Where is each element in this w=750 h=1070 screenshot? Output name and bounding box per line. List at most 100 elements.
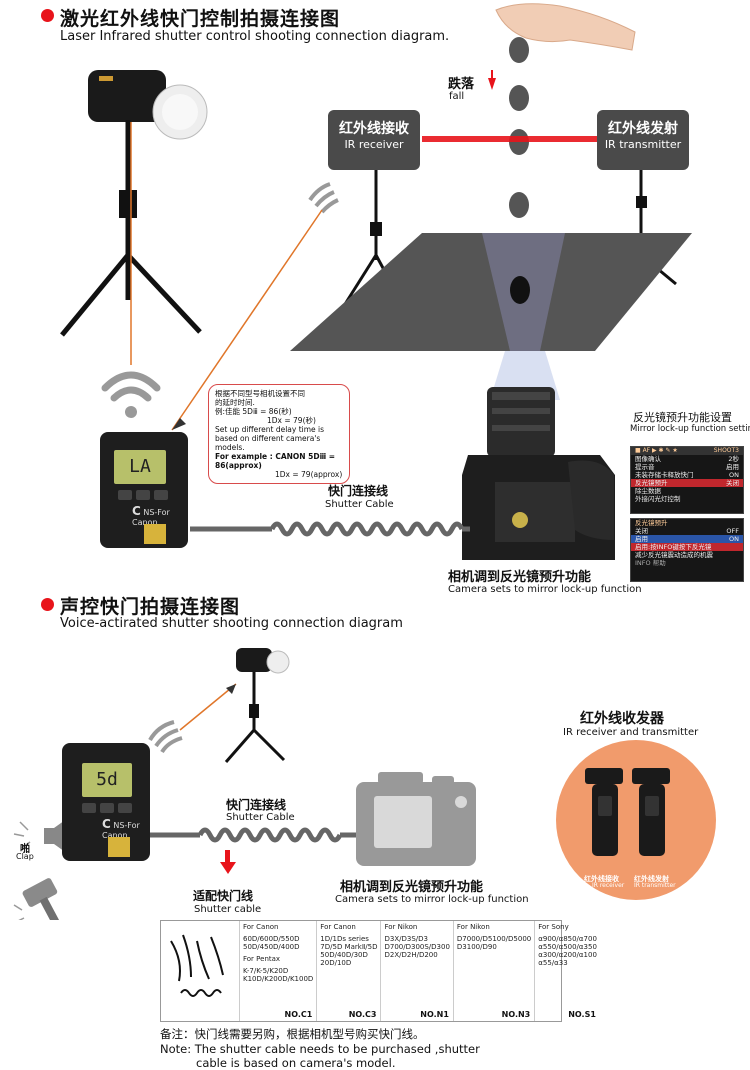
adapter-label-en: Shutter cable	[194, 904, 262, 915]
cable-bundle-icon	[170, 934, 224, 997]
hammer-icon	[22, 878, 63, 920]
trigger-lcd-screen: LA	[114, 450, 166, 484]
cable-column-c3: For Canon 1D/1Ds series 7D/5D MarkⅡ/5D 5…	[317, 921, 382, 1021]
hand-icon	[495, 3, 636, 51]
shutter-cable-1-cn: 快门连接线	[328, 484, 389, 498]
trigger-button[interactable]	[154, 490, 168, 500]
ir-pair-title-cn: 红外线收发器	[580, 711, 664, 727]
menu-row[interactable]: 除尘数据	[635, 487, 661, 495]
mirror-setting-en: Mirror lock-up function setting	[630, 424, 750, 434]
shutter-cable-2-cn: 快门连接线	[226, 798, 287, 812]
ir-pair-right-en: IR transmitter	[634, 882, 676, 889]
falling-ball-sequence	[509, 37, 529, 218]
shutter-cable-coil-2	[145, 827, 356, 843]
clap-label-en: Clap	[16, 852, 34, 861]
menu-row[interactable]: 提示音启用	[635, 463, 739, 471]
cable-bundle-cell	[161, 921, 240, 1021]
delay-note-line: based on different camera's	[215, 434, 321, 443]
clap-label-cn: 啪	[20, 844, 30, 855]
delay-note-line: Set up different delay time is	[215, 425, 325, 434]
trigger-buttons	[82, 803, 132, 813]
clap-burst-icon	[13, 821, 31, 849]
delay-note-line: 1Dx = 79(秒)	[267, 416, 316, 425]
section2-title-cn: 声控快门拍摄连接图	[60, 596, 241, 618]
delay-note-line: models.	[215, 443, 245, 452]
trigger-device-top: LA C NS-For Canon	[100, 432, 188, 548]
cable-brand: For Canon	[320, 923, 356, 931]
note-en-2: cable is based on camera's model.	[196, 1056, 396, 1070]
camera-mirror-1-en: Camera sets to mirror lock-up function	[448, 584, 642, 595]
section2-title-en: Voice-actirated shutter shooting connect…	[60, 616, 403, 631]
cable-column-c1: For Canon 60D/600D/550D 50D/450D/400D Fo…	[240, 921, 318, 1021]
trigger-device-bottom: 5d C NS-For Canon	[62, 743, 150, 861]
shutter-cable-1-en: Shutter Cable	[325, 499, 394, 510]
trigger-button[interactable]	[136, 490, 150, 500]
menu-row-selected[interactable]: 反光镜预升关闭	[631, 479, 743, 487]
cable-columns: For Canon 60D/600D/550D 50D/450D/400D Fo…	[240, 921, 600, 1021]
wireless-signal-icon	[148, 720, 183, 754]
fall-arrow-icon	[488, 78, 496, 90]
cable-brand: For Nikon	[384, 923, 418, 931]
ir-transmitter-label-en: IR transmitter	[604, 138, 682, 151]
cable-brand: For Nikon	[456, 923, 490, 931]
cable-brand: For Sony	[538, 923, 569, 931]
cable-column-s1: For Sony α900/α850/α700 α550/α500/α350 α…	[535, 921, 600, 1021]
cable-code: NO.N3	[501, 1010, 531, 1019]
cable-code: NO.C1	[284, 1010, 313, 1019]
cable-models: 60D/600D/550D 50D/450D/400D	[243, 935, 300, 951]
section1-title-en: Laser Infrared shutter control shooting …	[60, 29, 450, 44]
fall-label-en: fall	[449, 91, 465, 102]
camera-mirror-2-cn: 相机调到反光镜预升功能	[340, 880, 484, 895]
flash-light-icon	[236, 648, 290, 674]
section1-title-cn: 激光红外线快门控制拍摄连接图	[60, 8, 341, 30]
ir-device-left-icon	[585, 768, 623, 856]
delay-note-line: For example : CANON 5Dⅲ = 86(approx)	[215, 452, 336, 470]
menu-row[interactable]: 外接闪光灯控制	[635, 495, 681, 503]
hot-shoe-icon	[144, 524, 166, 544]
ir-receiver-label-cn: 红外线接收	[339, 121, 409, 137]
menu-row[interactable]: 启用:按INFO键按下反光镜	[631, 543, 743, 551]
cable-models: D7000/D5100/D5000 D3100/D90	[456, 935, 532, 951]
cable-column-n1: For Nikon D3X/D3S/D3 D700/D300S/D300 D2X…	[381, 921, 454, 1021]
wireless-signal-icon	[101, 371, 161, 402]
note-cn: 备注：快门线需要另购，根据相机型号购买快门线。	[160, 1027, 425, 1041]
cable-models: D3X/D3S/D3 D700/D300S/D300 D2X/D2H/D200	[384, 935, 450, 959]
cable-brand: For Canon	[243, 923, 279, 931]
shutter-cable-coil-1	[190, 521, 470, 537]
flash-light-icon	[88, 70, 208, 140]
menu2-title: 反光镜预升	[635, 519, 668, 527]
fall-label-cn: 跌落	[448, 77, 475, 92]
section-bullet	[41, 598, 54, 611]
delay-note-line: 例:佳能 5Dⅲ = 86(秒)	[215, 407, 292, 416]
trigger-button[interactable]	[100, 803, 114, 813]
ir-receiver-label-en: IR receiver	[344, 138, 404, 151]
laser-diagram-graphics	[60, 3, 692, 560]
shutter-cable-table: For Canon 60D/600D/550D 50D/450D/400D Fo…	[160, 920, 597, 1022]
ir-transmitter-box: 红外线发射 IR transmitter	[597, 110, 689, 170]
ir-signal-icon	[308, 182, 339, 214]
trigger-buttons	[118, 490, 168, 500]
delay-note-line: 1Dx = 79(approx)	[275, 470, 343, 479]
ir-device-right-icon	[632, 768, 670, 856]
cable-column-n3: For Nikon D7000/D5100/D5000 D3100/D90 NO…	[454, 921, 536, 1021]
shutter-cable-2-en: Shutter Cable	[226, 812, 295, 823]
hot-shoe-icon	[108, 837, 130, 857]
trigger-model-label: C NS-For Canon	[132, 504, 170, 527]
trigger-button[interactable]	[118, 803, 132, 813]
mirror-setting-cn: 反光镜预升功能设置	[633, 411, 732, 424]
trigger-button[interactable]	[82, 803, 96, 813]
section-bullet	[41, 9, 54, 22]
voice-diagram-graphics	[13, 648, 716, 920]
menu-tab-bar: ■ AF ▶ ✱ ✎ ★SHOOT3	[631, 447, 743, 455]
menu-row: 减少反光镜震动造成的机震	[635, 551, 713, 559]
ir-pair-title-en: IR receiver and transmitter	[563, 727, 699, 738]
trigger-button[interactable]	[118, 490, 132, 500]
cable-code: NO.N1	[420, 1010, 449, 1019]
trigger-lcd-screen: 5d	[82, 763, 132, 797]
